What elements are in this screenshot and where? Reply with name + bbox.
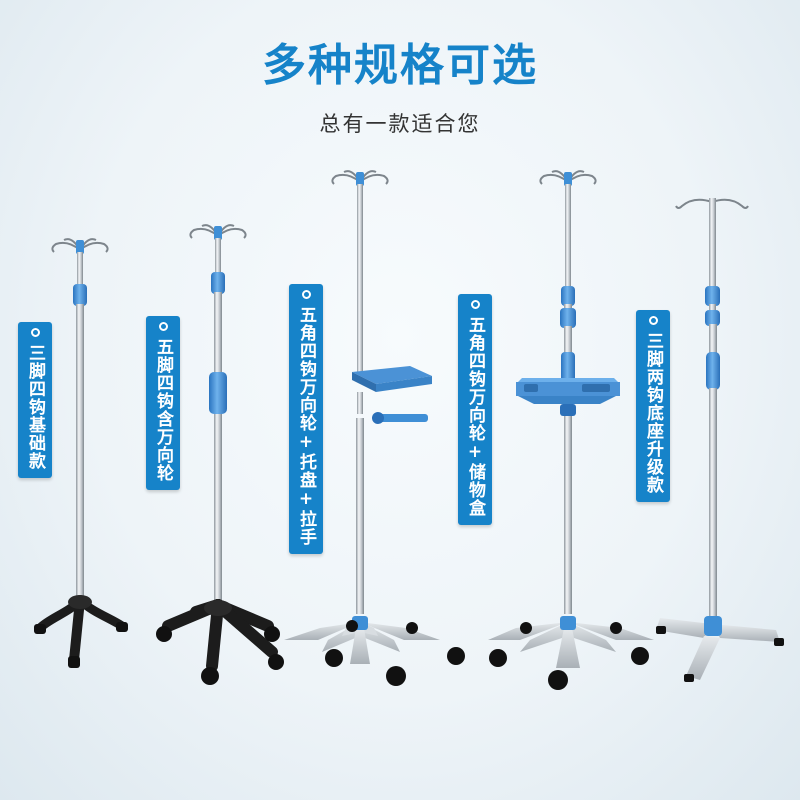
circle-bullet-icon (158, 322, 168, 331)
product-label-1: 三脚四钩基础款 (18, 322, 52, 478)
circle-bullet-icon (648, 316, 658, 325)
stand-4-storage-box (488, 170, 654, 690)
stand-3-tray-handle (284, 170, 465, 686)
stand-1-three-leg-four-hook (34, 238, 128, 668)
product-label-3: 五角四钩万向轮+托盘+拉手 (289, 284, 323, 554)
banner-title: 多种规格可选 (262, 40, 538, 91)
product-label-4: 五角四钩万向轮+储物盒 (458, 294, 492, 525)
circle-bullet-icon (470, 300, 480, 309)
hook-icon (331, 170, 389, 185)
banner-subtitle: 总有一款适合您 (319, 112, 481, 136)
product-label-5: 三脚两钩底座升级款 (636, 310, 670, 502)
hook-icon (675, 198, 749, 209)
product-label-2: 五脚四钩含万向轮 (146, 316, 180, 490)
stand-5-three-leg-two-hook (656, 198, 784, 682)
stand-2-five-leg-casters (156, 224, 284, 685)
circle-bullet-icon (301, 290, 311, 299)
circle-bullet-icon (30, 328, 40, 337)
